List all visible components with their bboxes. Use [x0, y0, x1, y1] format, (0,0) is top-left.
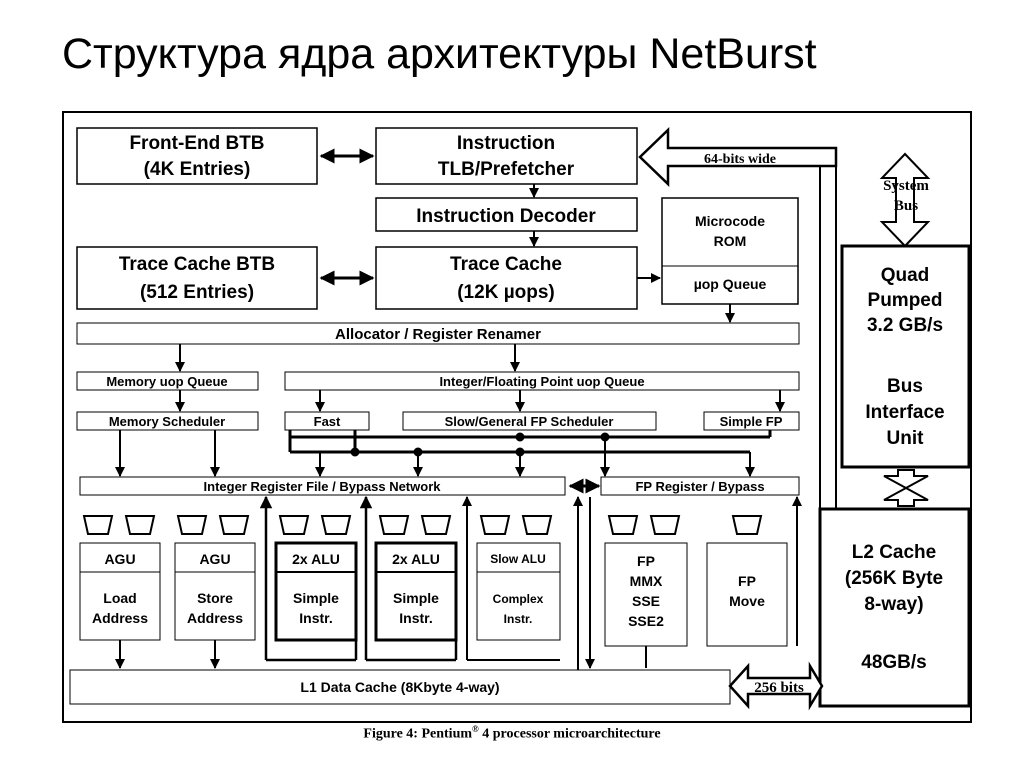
l2-cache-block: L2 Cache (256K Byte 8-way) 48GB/s: [818, 507, 971, 708]
biu-pumped-label: Pumped: [868, 290, 943, 311]
alu1-label: 2x ALU: [292, 551, 340, 567]
front-end-btb-block: Front-End BTB (4K Entries): [76, 127, 318, 185]
fp-register-file-label: FP Register / Bypass: [635, 479, 764, 494]
l1-data-cache-block: L1 Data Cache (8Kbyte 4-way): [69, 669, 731, 705]
itlb-label: Instruction: [457, 133, 555, 154]
agu-load-unit: AGU Load Address: [79, 515, 161, 641]
agu-store-label: AGU: [199, 551, 230, 567]
microcode-label: Microcode: [695, 213, 765, 229]
l1-l2-bus-width-label: 256 bits: [754, 680, 804, 696]
biu-bus-label: Bus: [887, 376, 923, 397]
slide-title: Структура ядра архитектуры NetBurst: [62, 30, 817, 78]
uop-queue-label: µop Queue: [694, 276, 767, 292]
connectors: [115, 148, 802, 670]
slow-alu-label: Slow ALU: [490, 552, 546, 566]
trace-cache-block: Trace Cache (12K µops): [375, 246, 638, 310]
memory-uop-queue-block: Memory uop Queue: [76, 371, 259, 391]
load-address-label: Address: [92, 610, 148, 626]
l1-data-cache-label: L1 Data Cache (8Kbyte 4-way): [300, 679, 499, 695]
sse-label: SSE: [632, 593, 660, 609]
agu-load-label: AGU: [104, 551, 135, 567]
alu2-label: 2x ALU: [392, 551, 440, 567]
simple-fp-scheduler-block: Simple FP: [703, 411, 800, 431]
alu1-instr-label: Instr.: [299, 610, 332, 626]
int-fp-uop-queue-label: Integer/Floating Point uop Queue: [439, 374, 644, 389]
microcode-rom-block: Microcode ROM µop Queue: [661, 197, 799, 305]
alu2-instr-label: Instr.: [399, 610, 432, 626]
prefetcher-label: TLB/Prefetcher: [438, 159, 575, 180]
system-bus-arrow: System Bus: [879, 152, 931, 248]
biu-bandwidth-label: 3.2 GB/s: [867, 315, 943, 336]
int-fp-uop-queue-block: Integer/Floating Point uop Queue: [284, 371, 800, 391]
trace-cache-label: Trace Cache: [450, 254, 562, 275]
slow-general-fp-scheduler-label: Slow/General FP Scheduler: [445, 414, 614, 429]
agu-store-unit: AGU Store Address: [174, 515, 256, 641]
integer-register-file-block: Integer Register File / Bypass Network: [79, 476, 566, 496]
complex-instr-label: Instr.: [504, 612, 533, 626]
trace-cache-btb-label: Trace Cache BTB: [119, 254, 275, 275]
fast-scheduler-label: Fast: [314, 414, 341, 429]
rom-label: ROM: [714, 233, 747, 249]
memory-scheduler-block: Memory Scheduler: [76, 411, 259, 431]
l2-cache-assoc: 8-way): [864, 594, 923, 615]
allocator-block: Allocator / Register Renamer: [76, 322, 800, 345]
fp-mmx-sse-unit: FP MMX SSE SSE2: [604, 515, 688, 647]
biu-l2-arrow: [883, 469, 929, 507]
diagram-frame: [62, 111, 972, 723]
caption-superscript: ®: [472, 724, 479, 734]
store-address-label: Address: [187, 610, 243, 626]
fp-move-fp-label: FP: [738, 573, 756, 589]
fetch-bus-width-label: 64-bits wide: [704, 152, 776, 167]
dispatch-bus: [288, 430, 772, 457]
bus-label: Bus: [894, 198, 918, 214]
fast-scheduler-block: Fast: [284, 411, 370, 431]
l2-cache-size: (256K Byte: [845, 568, 943, 589]
alu2-simple-label: Simple: [393, 590, 439, 606]
trace-cache-btb-block: Trace Cache BTB (512 Entries): [76, 246, 318, 310]
caption-text-before: Figure 4: Pentium: [363, 726, 473, 742]
mmx-label: MMX: [630, 573, 663, 589]
simple-fp-scheduler-label: Simple FP: [720, 414, 783, 429]
fetch-bus-arrow: 64-bits wide: [638, 127, 838, 510]
slow-alu-unit: Slow ALU Complex Instr.: [476, 515, 561, 641]
store-label: Store: [197, 590, 233, 606]
biu-interface-label: Interface: [865, 402, 944, 423]
biu-quad-label: Quad: [881, 265, 930, 286]
fp-move-label: Move: [729, 593, 765, 609]
sse2-label: SSE2: [628, 613, 664, 629]
bus-interface-unit-block: Quad Pumped 3.2 GB/s Bus Interface Unit: [840, 244, 971, 469]
trace-cache-btb-entries: (512 Entries): [140, 282, 254, 303]
l1-l2-bus-arrow: 256 bits: [728, 661, 824, 711]
instruction-decoder-label: Instruction Decoder: [416, 206, 596, 227]
memory-uop-queue-label: Memory uop Queue: [106, 374, 227, 389]
alu1-simple-label: Simple: [293, 590, 339, 606]
figure-caption: Figure 4: Pentium® 4 processor microarch…: [0, 724, 1024, 743]
integer-register-file-label: Integer Register File / Bypass Network: [204, 479, 442, 494]
l2-cache-label: L2 Cache: [852, 542, 936, 563]
fp-label: FP: [637, 553, 655, 569]
instruction-decoder-block: Instruction Decoder: [375, 197, 638, 232]
alu-unit-1: 2x ALU Simple Instr.: [274, 515, 358, 642]
fp-move-unit: FP Move: [706, 515, 788, 647]
l2-cache-bandwidth: 48GB/s: [861, 652, 926, 673]
slow-general-fp-scheduler-block: Slow/General FP Scheduler: [402, 411, 657, 431]
alu-unit-2: 2x ALU Simple Instr.: [374, 515, 458, 642]
front-end-btb-entries: (4K Entries): [144, 159, 251, 180]
complex-label: Complex: [493, 592, 544, 606]
load-label: Load: [103, 590, 136, 606]
biu-unit-label: Unit: [887, 428, 925, 449]
caption-text-after: 4 processor microarchitecture: [478, 726, 661, 742]
system-label: System: [883, 178, 929, 194]
front-end-btb-label: Front-End BTB: [129, 133, 264, 154]
itlb-prefetcher-block: Instruction TLB/Prefetcher: [375, 127, 638, 185]
trace-cache-size: (12K µops): [457, 282, 555, 303]
fp-register-file-block: FP Register / Bypass: [600, 476, 800, 496]
allocator-label: Allocator / Register Renamer: [335, 326, 541, 343]
memory-scheduler-label: Memory Scheduler: [109, 414, 225, 429]
